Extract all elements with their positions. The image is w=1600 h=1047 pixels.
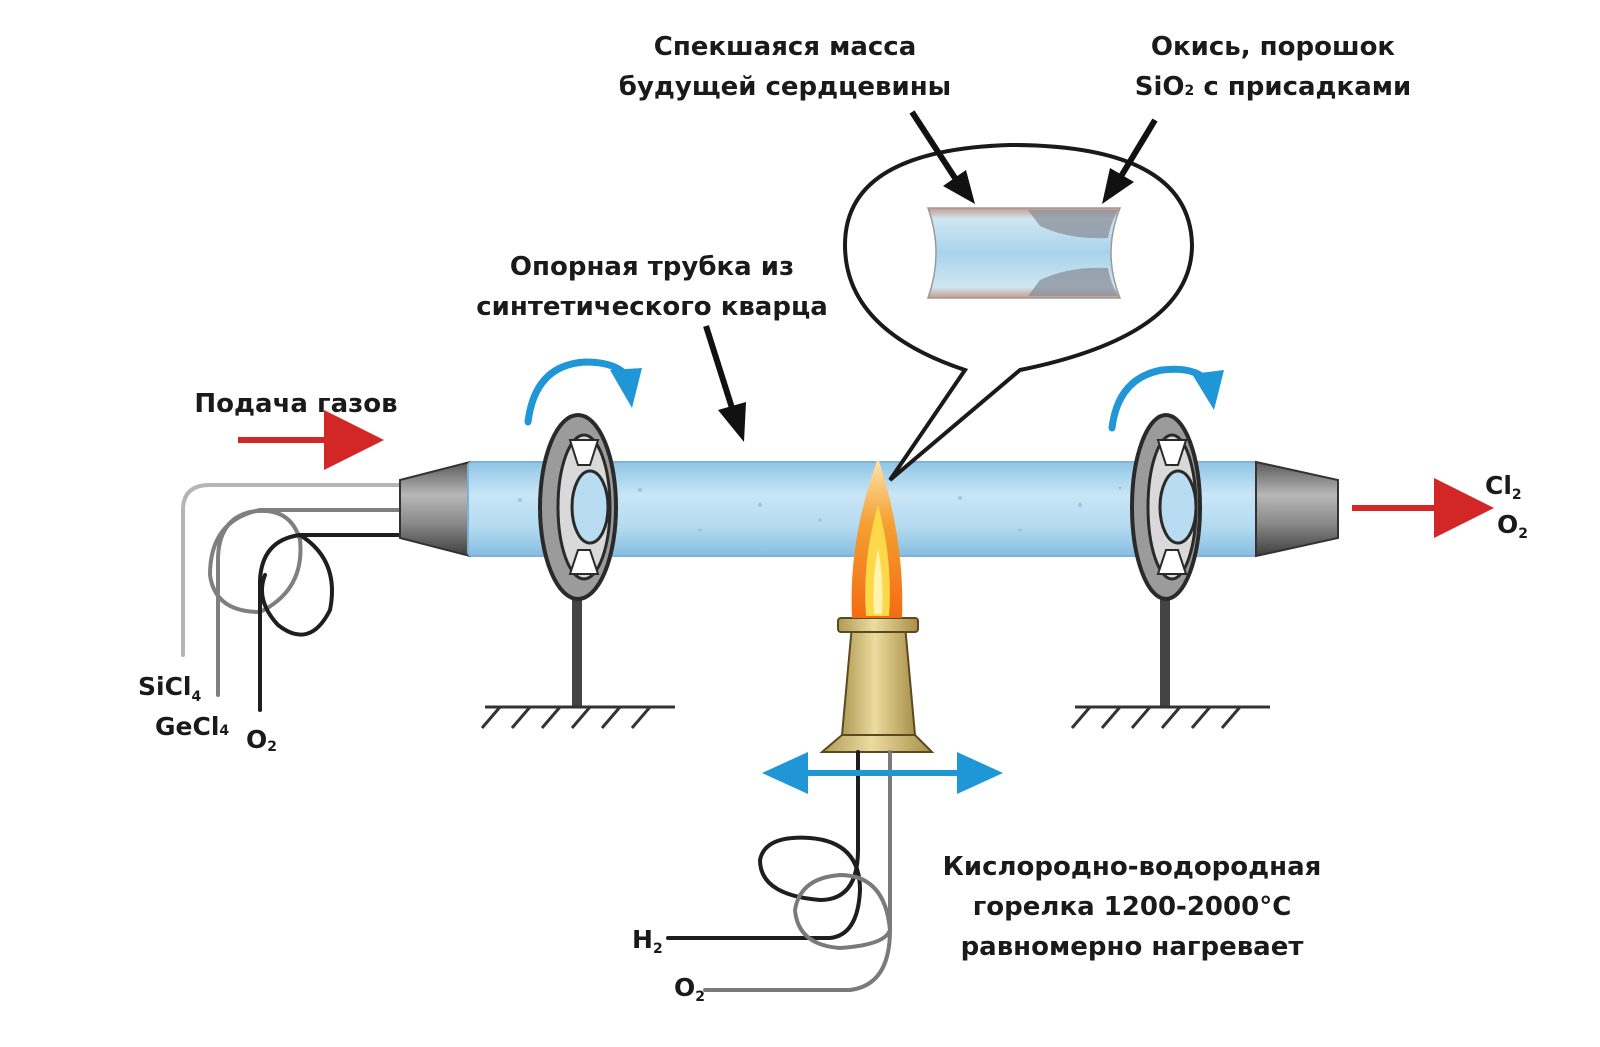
burner-label-line1: Кислородно-водородная: [943, 852, 1322, 882]
right-ground-hatch-icon: [1070, 705, 1270, 729]
gas-supply-lines: [181, 483, 402, 712]
inlet-cap: [399, 460, 471, 558]
support-tube-label-line2: синтетического кварца: [476, 292, 828, 322]
burner-travel-arrow-icon: [762, 752, 1003, 794]
burner: [819, 617, 935, 753]
o2-inlet-label: O2: [246, 725, 277, 755]
rotation-arrow-icon: [610, 368, 642, 408]
left-ground-hatch-icon: [480, 705, 675, 729]
burner-gas-lines: [666, 750, 892, 992]
outlet-cap: [1255, 460, 1339, 558]
o2-outlet-label: O2: [1497, 510, 1528, 542]
core-mass-label-line2: будущей сердцевины: [619, 72, 951, 102]
gas-feed-label: Подача газов: [194, 389, 397, 419]
burner-label-line3: равномерно нагревает: [961, 932, 1304, 962]
tube-cross-section-inset: [926, 207, 1122, 299]
cl2-outlet-label: Cl2: [1485, 471, 1522, 503]
burner-label-line2: горелка 1200-2000°C: [973, 892, 1292, 922]
right-rotating-chuck: [1130, 413, 1202, 707]
sicl4-label: SiCl4: [138, 672, 202, 705]
o2-burner-label: O2: [674, 973, 705, 1005]
support-tube-label-line1: Опорная трубка из: [510, 252, 794, 282]
gecl4-label: GeCl4: [155, 712, 229, 741]
left-rotating-chuck: [538, 413, 618, 707]
flame-icon: [851, 458, 903, 618]
callout-bubble: [842, 142, 1195, 482]
h2-label: H2: [632, 925, 663, 957]
rotation-arrow-icon: [1192, 370, 1224, 410]
core-mass-label-line1: Спекшаяся масса: [654, 32, 917, 62]
pointer-arrow-icon: [703, 110, 1158, 442]
oxide-powder-label-line2: SiO2 с присадками: [1135, 72, 1411, 102]
oxide-powder-label-line1: Окись, порошок: [1151, 32, 1396, 62]
